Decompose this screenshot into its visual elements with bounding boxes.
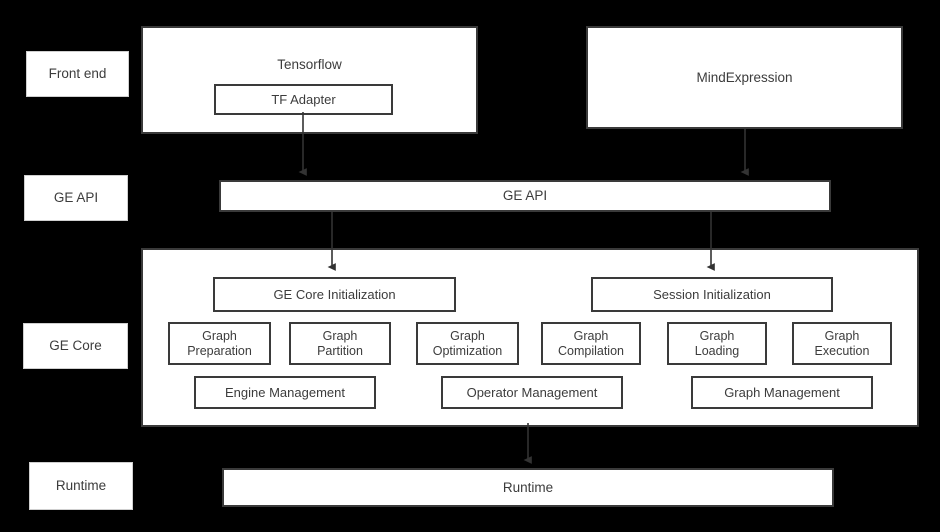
manager-engine-management: Engine Management — [194, 376, 376, 409]
layer-label-runtime-text: Runtime — [55, 478, 107, 494]
tf-adapter-label: TF Adapter — [271, 91, 336, 107]
manager-operator-management: Operator Management — [441, 376, 623, 409]
tf-adapter-box: TF Adapter — [214, 84, 393, 115]
module-graph-preparation: Graph Preparation — [168, 322, 271, 365]
module-graph-loading-label: Graph Loading — [694, 328, 740, 358]
session-initialization-label: Session Initialization — [653, 286, 771, 302]
module-graph-loading: Graph Loading — [667, 322, 767, 365]
ge-api-bar: GE API — [219, 180, 831, 212]
module-graph-partition-label: Graph Partition — [317, 328, 363, 358]
module-graph-execution-label: Graph Execution — [814, 328, 870, 358]
layer-label-ge-api: GE API — [24, 175, 128, 221]
module-graph-optimization-label: Graph Optimization — [432, 328, 503, 358]
runtime-bar-label: Runtime — [502, 479, 554, 495]
layer-label-front-end: Front end — [26, 51, 129, 97]
module-graph-execution: Graph Execution — [792, 322, 892, 365]
module-graph-partition: Graph Partition — [289, 322, 391, 365]
mindexpression-label: MindExpression — [696, 69, 793, 85]
layer-label-ge-core: GE Core — [23, 323, 128, 369]
session-initialization-box: Session Initialization — [591, 277, 833, 312]
ge-core-initialization-box: GE Core Initialization — [213, 277, 456, 312]
module-graph-optimization: Graph Optimization — [416, 322, 519, 365]
tensorflow-title: Tensorflow — [277, 57, 342, 72]
layer-label-front-end-text: Front end — [48, 66, 107, 82]
ge-api-bar-label: GE API — [502, 188, 548, 204]
module-graph-preparation-label: Graph Preparation — [187, 328, 252, 358]
layer-label-ge-core-text: GE Core — [49, 338, 102, 354]
mindexpression-box: MindExpression — [586, 26, 903, 129]
ge-core-initialization-label: GE Core Initialization — [273, 286, 396, 302]
tensorflow-container: Tensorflow TF Adapter — [141, 26, 478, 134]
layer-label-runtime: Runtime — [29, 462, 133, 510]
runtime-bar: Runtime — [222, 468, 834, 507]
module-graph-compilation: Graph Compilation — [541, 322, 641, 365]
ge-core-container: GE Core Initialization Session Initializ… — [141, 248, 919, 427]
manager-engine-management-label: Engine Management — [225, 384, 345, 400]
manager-operator-management-label: Operator Management — [466, 384, 598, 400]
module-graph-compilation-label: Graph Compilation — [557, 328, 624, 358]
layer-label-ge-api-text: GE API — [53, 190, 99, 206]
manager-graph-management: Graph Management — [691, 376, 873, 409]
manager-graph-management-label: Graph Management — [724, 384, 840, 400]
